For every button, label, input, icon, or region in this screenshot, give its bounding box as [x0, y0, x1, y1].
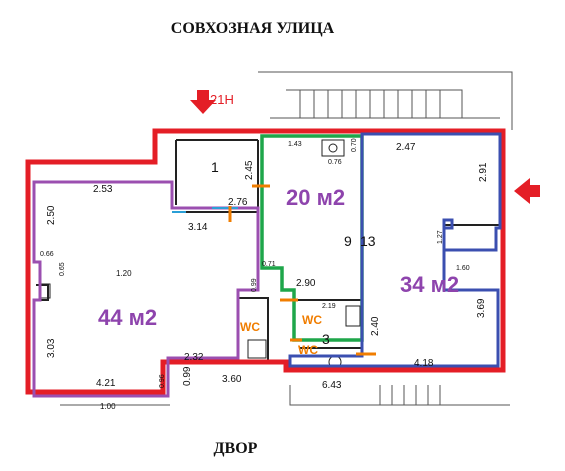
dim-096: 0.96	[159, 374, 166, 388]
dim-421: 4.21	[96, 378, 116, 389]
dim-232: 2.32	[184, 352, 204, 363]
dim-065: 0.65	[59, 262, 66, 276]
stair-outline	[286, 89, 463, 118]
room-13-number: 13	[360, 233, 376, 249]
area-34-label: 34 м2	[400, 272, 459, 297]
lower-building-outline	[289, 385, 510, 406]
dim-276: 2.76	[228, 197, 248, 208]
dim-290: 2.90	[296, 278, 316, 289]
entrance-arrows	[190, 90, 540, 204]
dim-369: 3.69	[476, 298, 487, 318]
toilet-fixture-middle	[345, 305, 361, 327]
sink-fixture	[321, 139, 345, 157]
dim-240: 2.40	[370, 316, 381, 336]
wc-label-left: WC	[240, 320, 260, 334]
zone-44-outline	[32, 180, 260, 398]
dim-120: 1.20	[116, 269, 132, 278]
dim-253: 2.53	[93, 184, 113, 195]
stair-treads	[299, 90, 441, 118]
room-3-number: 3	[322, 331, 330, 347]
dim-127: 1.27	[437, 230, 444, 244]
zone-34-outline	[288, 132, 502, 368]
dim-160: 1.60	[456, 265, 470, 272]
room-numbers: 1 9 13 3	[211, 159, 376, 347]
dim-070: 0.70	[351, 138, 358, 152]
dim-303: 3.03	[46, 338, 57, 358]
area-20-label: 20 м2	[286, 185, 345, 210]
area-44-label: 44 м2	[98, 305, 157, 330]
arrow-top-icon	[190, 90, 216, 114]
dim-071: 0.71	[262, 261, 276, 268]
room-9-number: 9	[344, 233, 352, 249]
wall-niche-left	[36, 284, 49, 301]
dim-066: 0.66	[40, 251, 54, 258]
fixtures	[39, 139, 361, 369]
toilet-fixture-left	[247, 339, 267, 359]
dimension-labels: 2.53 2.50 0.66 0.65 1.20 2.76 3.14 2.45 …	[40, 138, 489, 411]
lower-stair-treads	[379, 385, 441, 405]
dim-247: 2.47	[396, 142, 416, 153]
dim-250: 2.50	[46, 205, 57, 225]
dim-291: 2.91	[478, 162, 489, 182]
arrow-right-icon	[514, 178, 540, 204]
outer-outline	[25, 128, 506, 395]
dim-219: 2.19	[322, 303, 336, 310]
wc-label-bottom: WC	[298, 343, 318, 357]
dim-643: 6.43	[322, 380, 342, 391]
dim-099b: 0.99	[182, 366, 193, 386]
dim-314: 3.14	[188, 222, 208, 233]
door-segment	[172, 207, 238, 213]
dim-245: 2.45	[244, 160, 255, 180]
dim-360: 3.60	[222, 374, 242, 385]
wc-label-middle: WC	[302, 313, 322, 327]
wall-wc-left	[238, 297, 269, 360]
area-labels: 44 м2 20 м2 34 м2	[98, 185, 459, 330]
dim-100: 1.00	[100, 402, 116, 411]
dim-099a: 0.99	[251, 278, 258, 292]
street-label-bottom: ДВОР	[213, 440, 258, 457]
wc-labels: WC WC WC	[240, 313, 322, 357]
dim-143: 1.43	[288, 141, 302, 148]
entrance-code: 21Н	[210, 92, 234, 107]
dim-418: 4.18	[414, 358, 434, 369]
sink-bowl	[328, 143, 338, 153]
building-context	[60, 71, 513, 406]
room-1-number: 1	[211, 159, 219, 175]
dim-076: 0.76	[328, 159, 342, 166]
orange-markers	[228, 184, 376, 356]
street-label-top: СОВХОЗНАЯ УЛИЦА	[170, 20, 335, 37]
upper-building-outline	[258, 71, 513, 130]
